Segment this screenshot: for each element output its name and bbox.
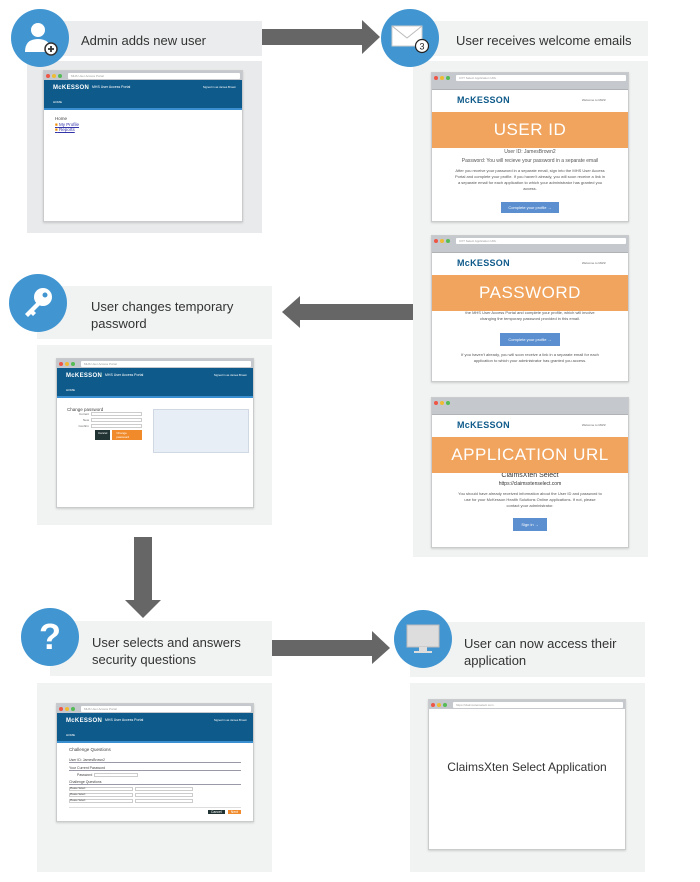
question-select-3[interactable]: Please Select	[69, 799, 133, 803]
email-count-badge: 3	[419, 42, 424, 52]
question-select-2[interactable]: Please Select	[69, 793, 133, 797]
step-5-panel: https://claimsxtenselect.com ClaimsXten …	[410, 683, 645, 872]
url-bar: https://claimsxtenselect.com	[453, 701, 623, 708]
page-title: Challenge Questions	[69, 747, 111, 752]
email-body: the MHS User Access Portal and complete …	[465, 310, 595, 321]
password-rules	[153, 409, 249, 453]
arrow-down-3	[125, 537, 161, 618]
complete-profile-button[interactable]: Complete your profile →	[501, 202, 559, 213]
question-icon: ?	[21, 608, 79, 666]
answer-input-1[interactable]	[135, 787, 193, 791]
email-body: You should have already received informa…	[458, 491, 602, 508]
password-band: PASSWORD	[432, 275, 628, 311]
step-3-label: User changes temporary password	[37, 286, 272, 339]
link-reports[interactable]: ■ Reports	[55, 127, 75, 132]
app-url[interactable]: https://claimsxtenselect.com	[498, 481, 562, 487]
cancel-button[interactable]: Cancel	[207, 810, 225, 814]
logo: McKESSON	[53, 85, 90, 91]
answer-input-3[interactable]	[135, 799, 193, 803]
complete-profile-button[interactable]: Complete your profile →	[500, 333, 560, 346]
application-screenshot: https://claimsxtenselect.com ClaimsXten …	[428, 699, 626, 850]
url-bar: MHS User Access Portal	[68, 72, 240, 79]
answer-input-2[interactable]	[135, 793, 193, 797]
current-password-heading: Your Current Password	[69, 766, 241, 771]
user-add-icon	[11, 9, 69, 67]
page-title: Change password	[67, 407, 104, 412]
user-id: User ID: JamesBrown2	[69, 758, 241, 763]
home-link[interactable]: HOME	[53, 100, 62, 104]
arrow-right-1	[262, 20, 380, 54]
application-url-band: APPLICATION URL	[432, 437, 628, 473]
step-4-label: User selects and answers security questi…	[50, 621, 272, 676]
question-select-1[interactable]: Please Select	[69, 787, 133, 791]
cancel-button[interactable]: Cancel	[95, 430, 111, 440]
app-name: MHS User Access Portal	[88, 85, 130, 89]
envelope-icon: 3	[381, 9, 439, 67]
monitor-icon	[394, 610, 452, 668]
new-password-input[interactable]	[91, 418, 142, 422]
link-my-profile[interactable]: ■ My Profile	[55, 122, 79, 127]
user-id-line: User ID: JamesBrown2	[504, 149, 556, 155]
logo: McKESSON	[457, 258, 510, 268]
arrow-right-4	[272, 631, 390, 664]
user-id-band: USER ID	[432, 112, 628, 148]
confirm-password-input[interactable]	[91, 424, 142, 428]
password-line: Password: You will recieve your password…	[461, 158, 599, 164]
step-2-label: User receives welcome emails	[413, 21, 648, 56]
application-title: ClaimsXten Select Application	[447, 760, 607, 774]
home-title: Home	[55, 116, 68, 121]
next-button[interactable]: Next	[227, 810, 241, 814]
arrow-left-2	[282, 296, 413, 328]
email-body: After you receive your password in a sep…	[454, 168, 606, 191]
password-input[interactable]	[94, 773, 139, 777]
signed-in: Signed in as James Brown	[202, 85, 236, 89]
app-name: ClaimsXten Select	[501, 472, 559, 479]
current-password-input[interactable]	[91, 412, 142, 416]
logo: McKESSON	[457, 95, 510, 105]
sign-in-button[interactable]: Sign in →	[513, 518, 547, 531]
change-password-button[interactable]: Change password	[112, 430, 142, 440]
challenge-questions-heading: Challenge Questions	[69, 780, 241, 785]
key-icon	[9, 274, 67, 332]
email-footer: If you haven't already, you will soon re…	[461, 352, 599, 363]
logo: McKESSON	[457, 420, 510, 430]
